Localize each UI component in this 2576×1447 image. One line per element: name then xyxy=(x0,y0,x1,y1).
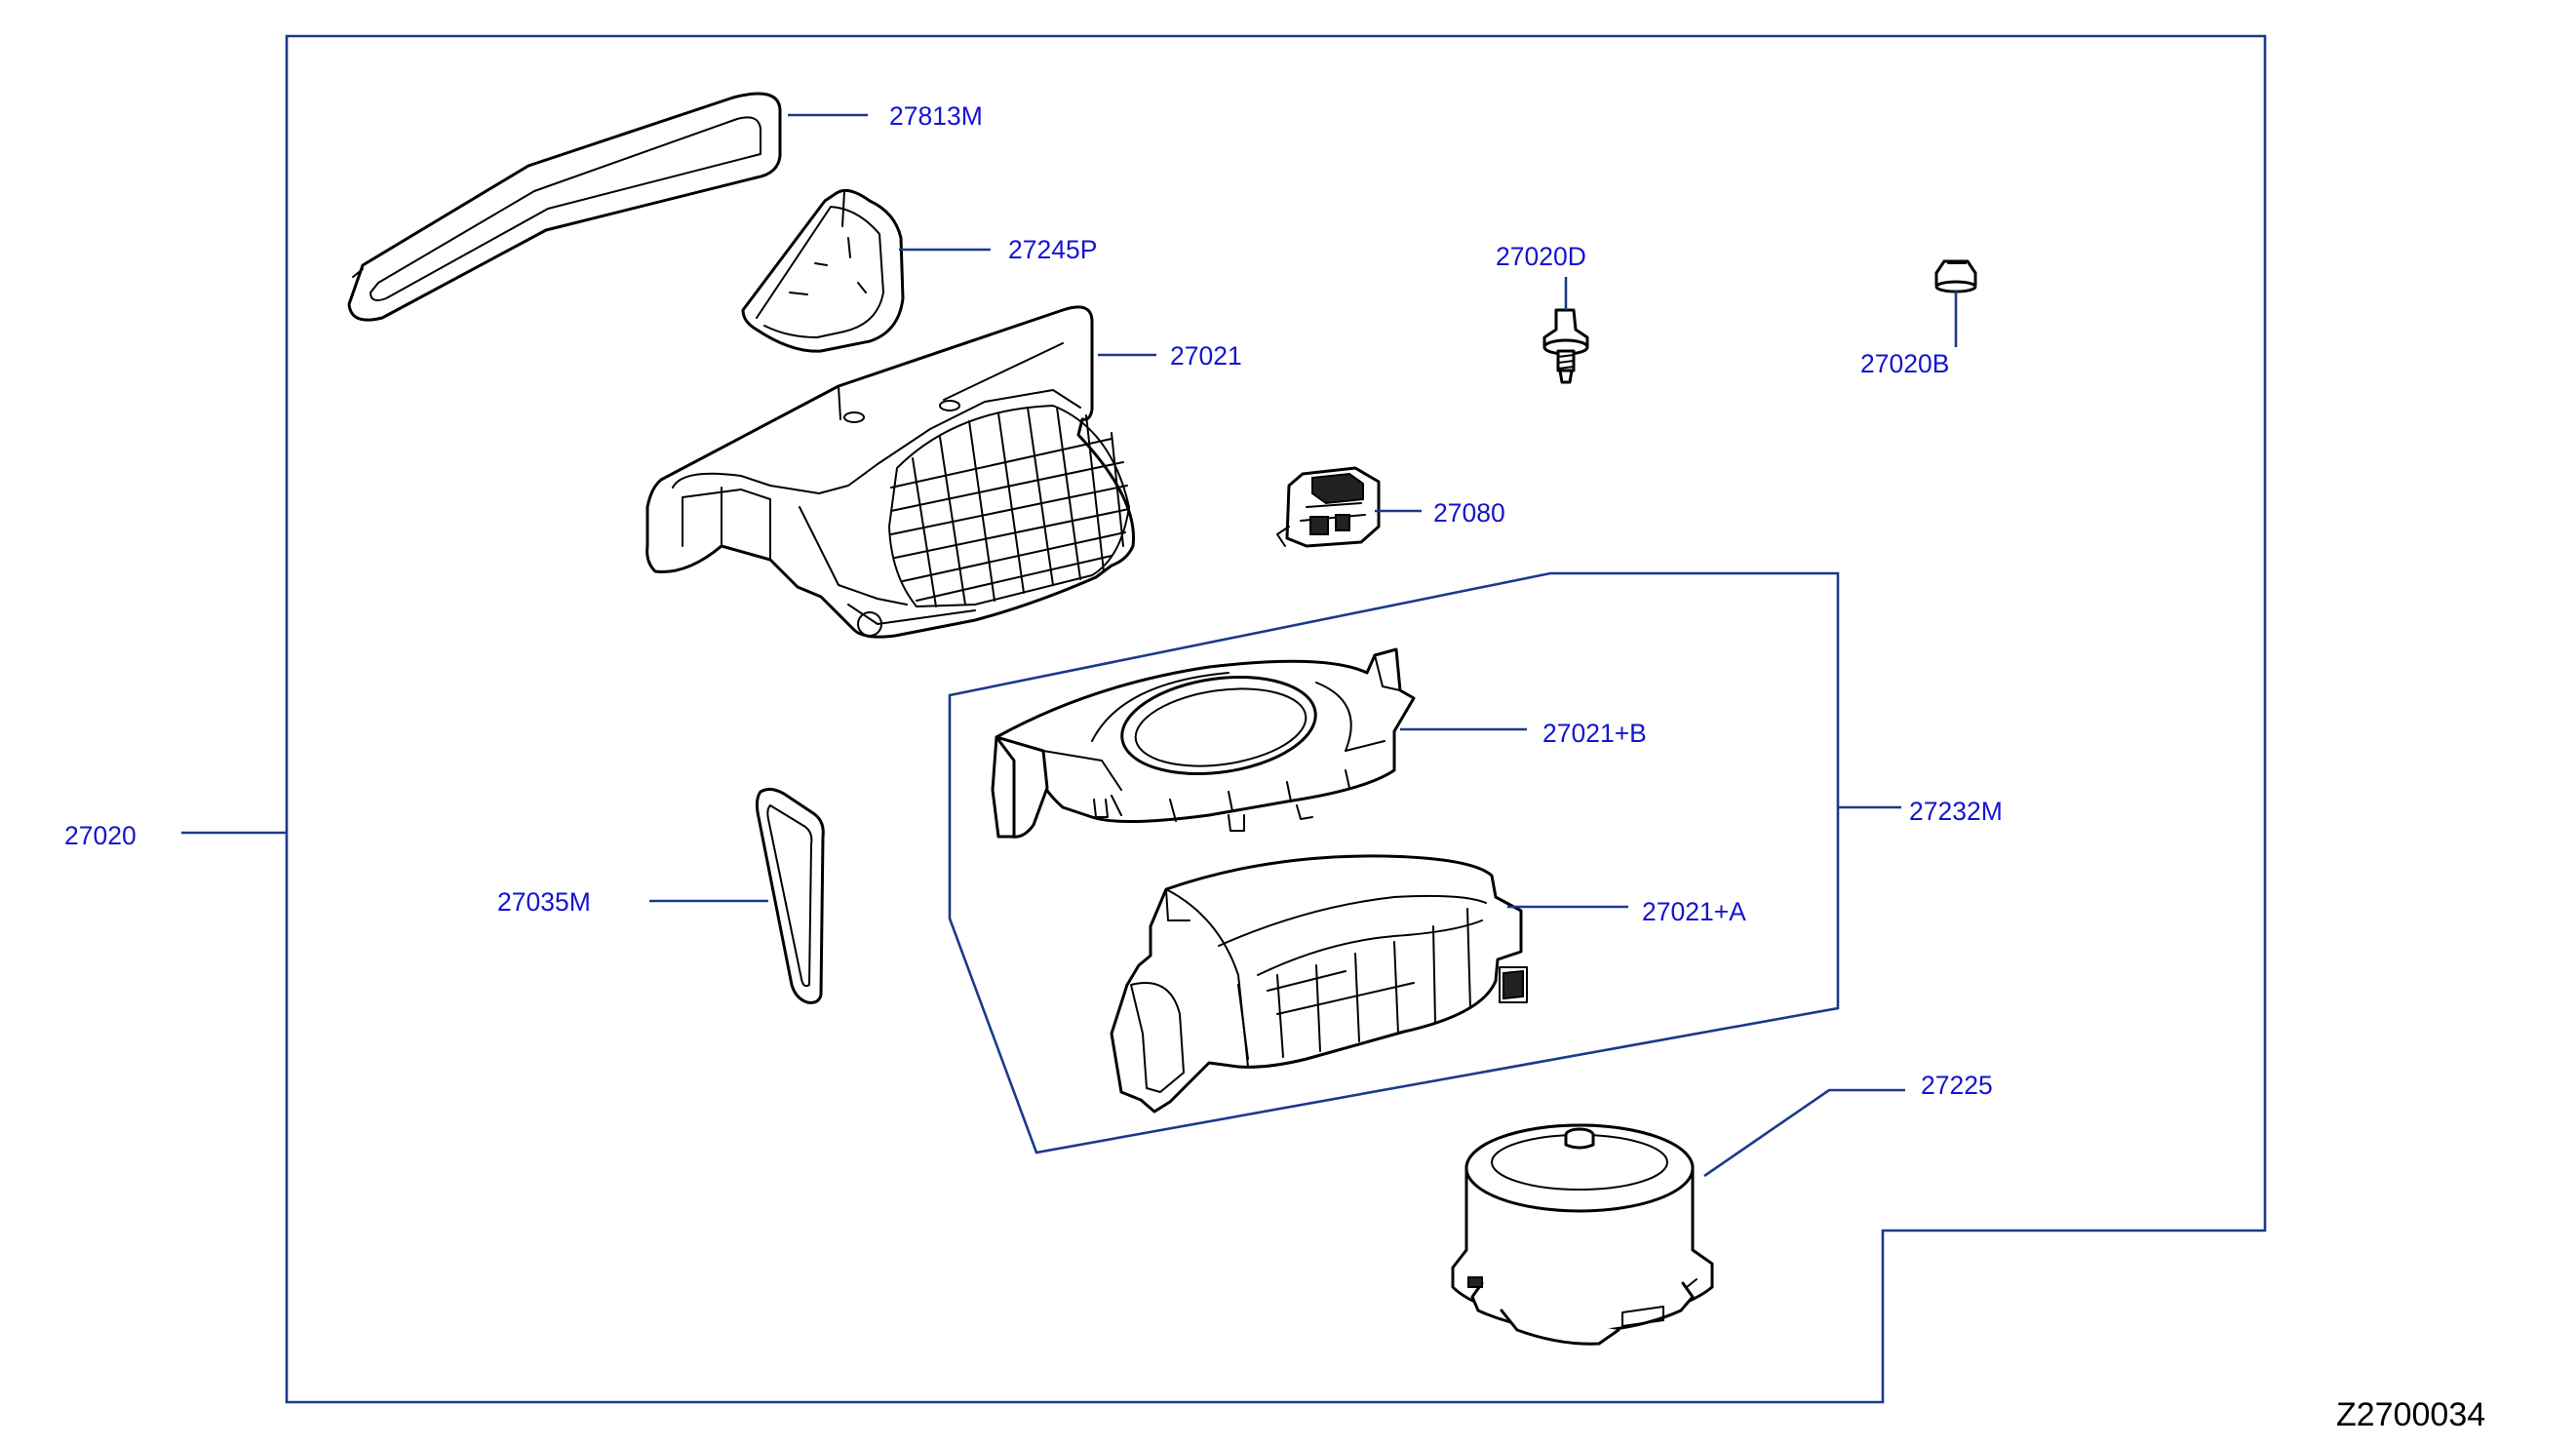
intake-mesh xyxy=(888,405,1130,607)
intake-case-part xyxy=(645,305,1136,639)
leader-27225 xyxy=(1703,1088,1905,1178)
label-resistor: 27080 xyxy=(1433,498,1505,528)
leader-lines xyxy=(181,113,1958,1178)
assembly-frame xyxy=(285,34,2267,1404)
gasket-part xyxy=(755,787,825,1004)
label-grille-cover: 27245P xyxy=(1008,235,1097,264)
label-gasket: 27035M xyxy=(497,887,591,917)
label-case-seal: 27813M xyxy=(889,101,983,131)
lower-scroll-part xyxy=(1110,854,1528,1114)
label-scroll-set: 27232M xyxy=(1909,797,2003,826)
label-intake-case: 27021 xyxy=(1170,341,1242,371)
bolt-part xyxy=(1542,308,1589,384)
document-id: Z2700034 xyxy=(2336,1396,2485,1433)
label-nut: 27020B xyxy=(1860,349,1949,378)
grille-cover-part xyxy=(741,188,905,353)
case-seal-part xyxy=(347,92,782,322)
resistor-part xyxy=(1276,466,1381,548)
label-assembly: 27020 xyxy=(64,821,137,850)
label-bolt: 27020D xyxy=(1496,242,1586,271)
label-blower-motor: 27225 xyxy=(1921,1071,1993,1100)
blower-motor-part xyxy=(1451,1123,1714,1346)
label-lower scroll: 27021+A xyxy=(1642,897,1746,926)
scroll-set-frame xyxy=(948,571,1840,1154)
label-upper-scroll: 27021+B xyxy=(1542,719,1647,748)
upper-scroll-part xyxy=(991,647,1416,839)
nut-part xyxy=(1934,259,1977,293)
